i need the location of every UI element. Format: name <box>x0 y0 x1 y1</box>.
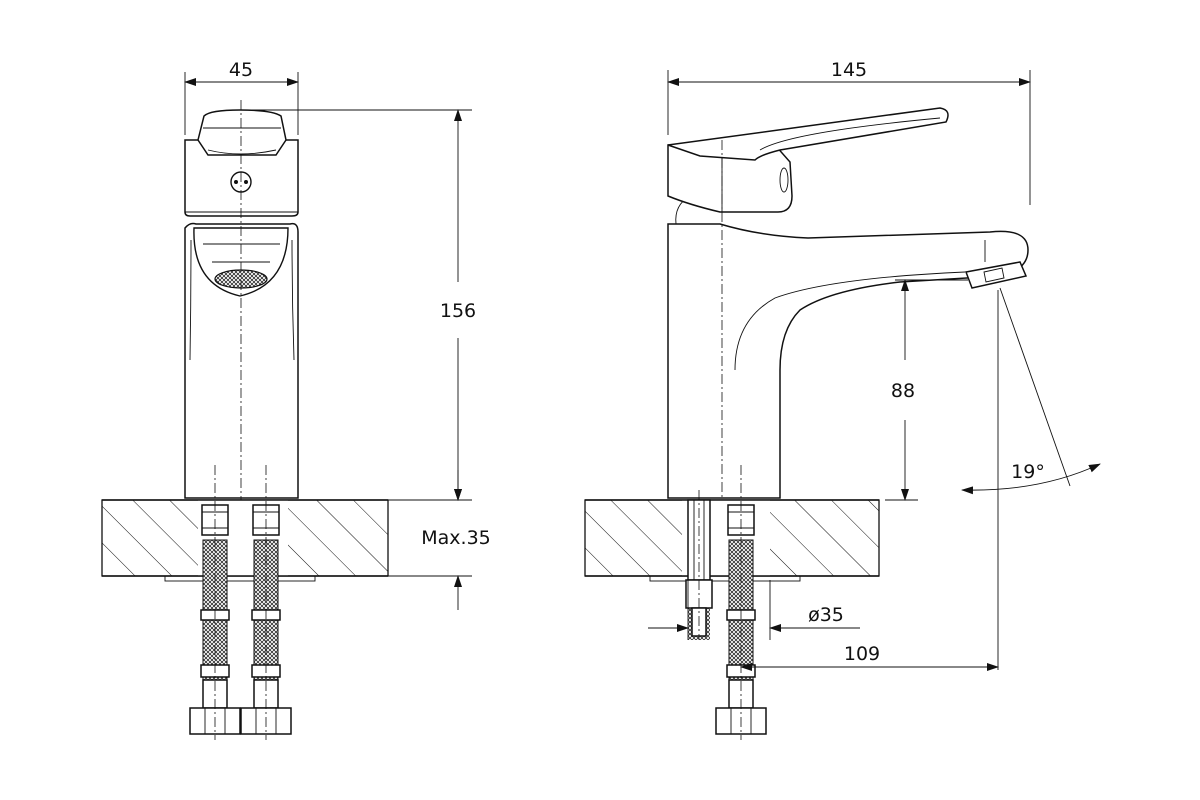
dim-max-thickness-label: Max.35 <box>421 527 491 549</box>
front-hose-left <box>189 504 241 735</box>
dim-total-height-label: 156 <box>440 300 476 322</box>
front-countertop-section <box>101 499 389 582</box>
side-faucet-body <box>667 107 1029 499</box>
dim-hole-diameter-label: ø35 <box>808 604 844 626</box>
dim-spout-angle-label: 19° <box>1011 461 1045 483</box>
dim-hole-diameter: ø35 <box>648 580 860 640</box>
dim-front-width-label: 45 <box>229 59 253 81</box>
dim-spout-height: 88 <box>885 279 968 501</box>
dim-spout-reach-label: 109 <box>844 643 880 665</box>
dim-side-width-label: 145 <box>831 59 867 81</box>
front-faucet-body <box>184 109 299 499</box>
dim-spout-height-label: 88 <box>891 380 915 402</box>
dim-front-width: 45 <box>184 59 299 135</box>
front-supply-hoses <box>189 504 292 735</box>
front-view: 45 156 Max.35 <box>101 59 491 740</box>
dim-max-thickness: Max.35 <box>388 470 491 610</box>
dim-side-width: 145 <box>667 59 1031 205</box>
dim-spout-angle: 19° <box>961 287 1101 670</box>
side-view: 145 88 19° ø35 109 <box>584 59 1101 740</box>
dim-spout-reach: 109 <box>740 643 999 671</box>
